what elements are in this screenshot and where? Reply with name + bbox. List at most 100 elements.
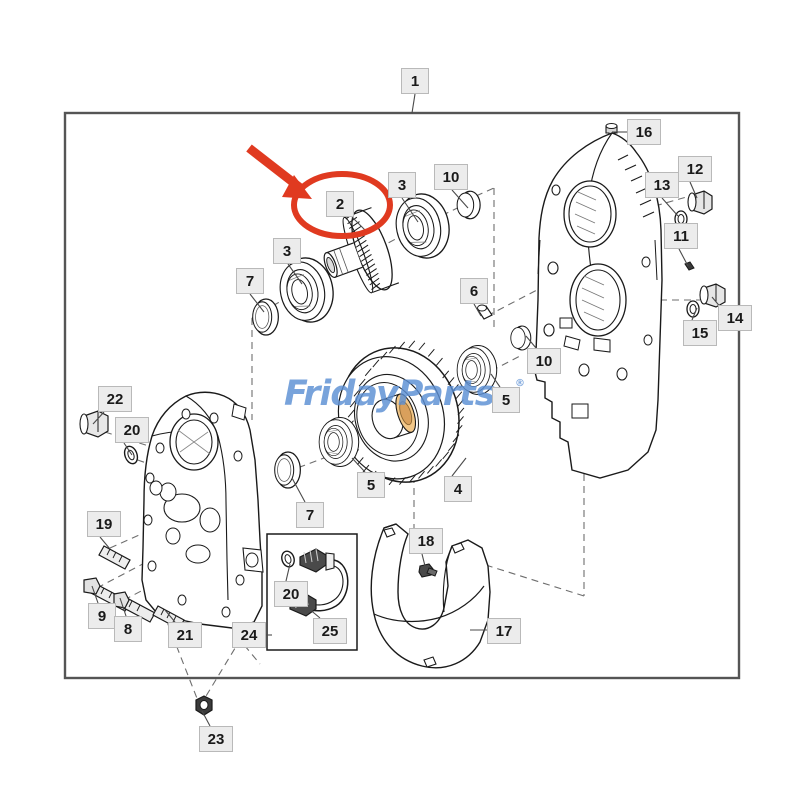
callout-label: 8 (123, 620, 133, 638)
part-15-oring (686, 300, 700, 318)
callout-label: 3 (397, 176, 407, 194)
leader-line-20 (123, 442, 133, 456)
callout-label: 2 (335, 195, 345, 213)
leader-line-25 (307, 607, 321, 619)
part-14-plug (699, 283, 726, 308)
callout-label: 23 (207, 730, 225, 748)
callout-label: 10 (535, 352, 553, 370)
callout-6-c6[interactable]: 6 (460, 278, 488, 304)
part-18-bolt (418, 563, 438, 578)
callout-label: 3 (282, 242, 292, 260)
leader-line-8 (119, 597, 127, 617)
callout-label: 4 (453, 480, 463, 498)
callout-3-c3b[interactable]: 3 (273, 238, 301, 264)
callout-8-c8[interactable]: 8 (114, 616, 142, 642)
callout-label: 18 (417, 532, 435, 550)
leader-line-5 (490, 373, 501, 388)
leader-line-7 (249, 293, 265, 313)
callout-5-c5b[interactable]: 5 (357, 472, 385, 498)
callout-7-c7a[interactable]: 7 (236, 268, 264, 294)
leader-line-13 (661, 197, 679, 217)
callout-21-c21[interactable]: 21 (168, 622, 202, 648)
leader-line-1 (411, 93, 416, 114)
callout-label: 20 (123, 421, 141, 439)
leader-line-11 (678, 248, 689, 267)
callout-label: 24 (240, 626, 258, 644)
assembly-frame (63, 111, 741, 680)
leader-line-5 (351, 457, 366, 473)
callout-17-c17[interactable]: 17 (487, 618, 521, 644)
callout-label: 17 (495, 622, 513, 640)
part-6-dowel-pin (477, 304, 493, 320)
annotation-red-circle (291, 171, 393, 239)
callout-3-c3a[interactable]: 3 (388, 172, 416, 198)
callout-label: 6 (469, 282, 479, 300)
callout-25-c25[interactable]: 25 (313, 618, 347, 644)
callout-5-c5a[interactable]: 5 (492, 387, 520, 413)
callout-13-c13[interactable]: 13 (645, 172, 679, 198)
callout-label: 19 (95, 515, 113, 533)
callout-label: 20 (282, 585, 300, 603)
right-timing-gear-housing (534, 132, 663, 479)
leader-line-20 (285, 563, 291, 582)
callout-20-c20a[interactable]: 20 (115, 417, 149, 443)
leader-line-7 (291, 477, 306, 503)
leader-line-6 (473, 303, 482, 317)
callout-label: 16 (635, 123, 653, 141)
part-8-bolt (113, 591, 156, 623)
part-19-dowel (98, 545, 131, 570)
callout-22-c22[interactable]: 22 (98, 386, 132, 412)
callout-label: 5 (501, 391, 511, 409)
part-17-gear-guard (370, 523, 491, 669)
annotation-red-arrow (246, 144, 312, 199)
leader-line-18 (421, 553, 426, 567)
callout-2-c2[interactable]: 2 (326, 191, 354, 217)
part-10-spacer-upper (456, 190, 481, 220)
callout-leader-lines (91, 93, 723, 727)
callout-label: 7 (305, 506, 315, 524)
callout-10-c10a[interactable]: 10 (434, 164, 468, 190)
part-4-idler-gear (337, 340, 465, 486)
callout-24-c24[interactable]: 24 (232, 622, 266, 648)
leader-line-9 (91, 585, 99, 604)
callout-12-c12[interactable]: 12 (678, 156, 712, 182)
part-7-seal-upper (252, 298, 279, 336)
callout-label: 14 (726, 309, 744, 327)
part-23-nut (195, 695, 213, 716)
callout-11-c11[interactable]: 11 (664, 223, 698, 249)
callout-16-c16[interactable]: 16 (627, 119, 661, 145)
leader-line-10 (451, 189, 469, 209)
leader-line-3 (401, 197, 419, 223)
callout-14-c14[interactable]: 14 (718, 305, 752, 331)
callout-23-c23[interactable]: 23 (199, 726, 233, 752)
callout-15-c15[interactable]: 15 (683, 320, 717, 346)
callout-19-c19[interactable]: 19 (87, 511, 121, 537)
callout-label: 7 (245, 272, 255, 290)
callout-20-c20b[interactable]: 20 (274, 581, 308, 607)
part-5-bearing-right (456, 345, 498, 395)
leader-line-21 (164, 609, 176, 623)
callout-label: 21 (176, 626, 194, 644)
part-3-bearing-right (389, 188, 456, 264)
callout-1-c1[interactable]: 1 (401, 68, 429, 94)
callout-7-c7b[interactable]: 7 (296, 502, 324, 528)
leader-line-19 (99, 536, 111, 550)
leader-line-12 (689, 181, 698, 199)
part-2-drive-gear (323, 207, 400, 294)
callout-9-c9[interactable]: 9 (88, 603, 116, 629)
callout-18-c18[interactable]: 18 (409, 528, 443, 554)
callout-label: 22 (106, 390, 124, 408)
leader-line-3 (287, 263, 303, 285)
callout-label: 1 (410, 72, 420, 90)
callout-4-c4[interactable]: 4 (444, 476, 472, 502)
callout-10-c10b[interactable]: 10 (527, 348, 561, 374)
leader-line-15 (691, 307, 698, 321)
callout-label: 9 (97, 607, 107, 625)
leader-line-23 (201, 710, 211, 727)
part-7-seal-lower (274, 451, 301, 489)
callout-label: 25 (321, 622, 339, 640)
leader-line-4 (451, 457, 467, 477)
callout-label: 15 (691, 324, 709, 342)
leader-line-10 (525, 335, 537, 349)
